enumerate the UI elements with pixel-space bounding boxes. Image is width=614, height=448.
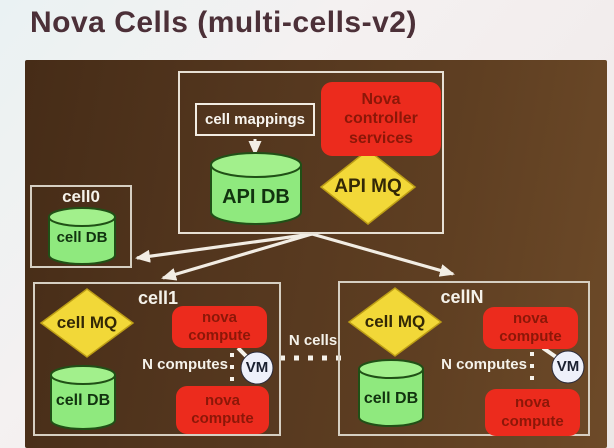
api-db-cylinder [210,152,302,225]
arrow-to-cellN [311,232,455,277]
celln-db-label: cell DB [363,390,419,407]
celln-n-computes-label: N computes [441,356,527,373]
architecture-diagram: cell mappings Nova controller services A… [25,60,607,448]
page-title: Nova Cells (multi-cells-v2) [30,6,417,39]
celln-nova-compute-1-label: nova compute [499,309,562,345]
cell1-mq-label: cell MQ [56,313,118,332]
cell0-db-cylinder [48,207,116,265]
cell1-box [33,282,281,436]
nova-controller-services-label: Nova controller services [344,90,418,147]
cell-mappings-box: cell mappings [195,103,315,136]
nova-controller-services-box: Nova controller services [321,82,441,156]
cell1-nova-compute-2-label: nova compute [191,391,254,427]
cell1-nova-compute-1-label: nova compute [188,308,251,344]
arrow-to-cell0 [135,232,313,263]
cell1-vm-circle [240,351,274,385]
celln-nova-compute-2-label: nova compute [501,394,564,430]
cell1-mq-diamond [39,288,135,358]
cell-mappings-label: cell mappings [204,111,306,128]
cell1-db-cylinder [50,365,116,430]
cell1-vm-label: VM [245,359,269,376]
cell1-nova-compute-1-box: nova compute [172,306,267,348]
celln-vm-label: VM [556,358,580,375]
n-cells-label: N cells [288,332,338,349]
celln-mq-label: cell MQ [364,312,426,331]
celln-vm-circle [551,350,585,384]
fanout-arrows [135,232,455,281]
api-db-label: API DB [222,186,290,208]
cell1-n-computes-label: N computes [142,356,228,373]
api-mq-diamond [319,149,417,225]
cell0-box [30,185,132,268]
celln-db-cylinder [358,359,424,427]
cell1-title: cell1 [137,288,179,308]
celln-mq-diamond [347,287,443,357]
celln-title: cellN [440,287,484,307]
cell0-title: cell0 [62,187,100,206]
cell1-db-label: cell DB [55,392,111,409]
celln-nova-compute-1-box: nova compute [483,307,578,349]
celln-nova-compute-2-box: nova compute [485,389,580,436]
api-cell-box [178,71,444,234]
celln-box [338,281,590,436]
diagram-shapes-layer [39,139,585,430]
cell1-nova-compute-2-box: nova compute [176,386,269,434]
arrow-to-cell1 [161,232,313,281]
cell0-db-label: cell DB [56,229,108,246]
api-mq-label: API MQ [334,176,402,197]
